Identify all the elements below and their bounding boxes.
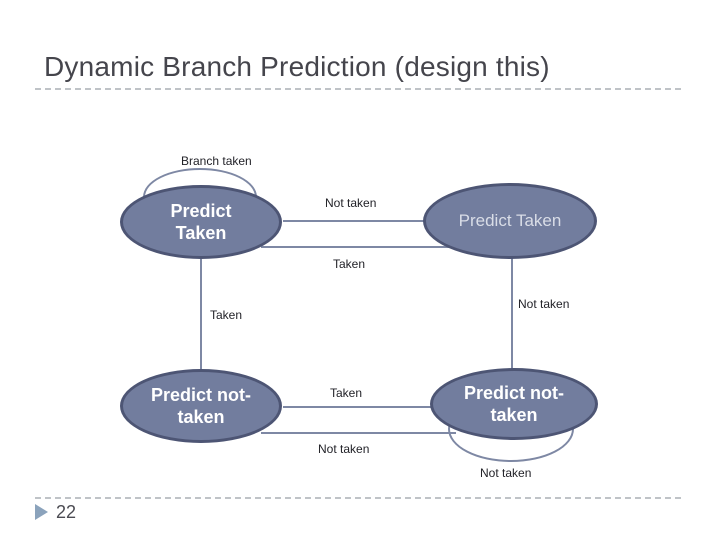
state-label: Predict not- taken [463,383,564,425]
state-predict-taken-strong: Predict Taken [120,185,282,259]
state-label: Predict not- taken [150,385,251,427]
edge-label-taken-bottom: Taken [330,386,363,400]
state-predict-taken-weak: Predict Taken [423,183,597,259]
edge-bottom-taken-line [283,406,431,408]
edge-top-taken-line [261,246,453,248]
edge-right-not-taken-line [511,257,513,370]
edge-label-not-taken-bottom: Not taken [318,442,370,456]
edge-label-not-taken-right: Not taken [518,297,570,311]
edge-top-not-taken-line [283,220,425,222]
title-divider [35,88,685,90]
edge-label-not-taken-self-loop: Not taken [480,466,532,480]
edge-left-taken-line [200,259,202,371]
slide-title: Dynamic Branch Prediction (design this) [44,51,550,82]
page-number: 22 [56,502,77,522]
page-marker-triangle-icon [35,504,48,520]
state-predict-not-taken-right: Predict not- taken [430,368,598,440]
edge-bottom-not-taken-line [261,432,456,434]
state-label: Predict Taken [170,201,232,243]
edge-label-taken-left: Taken [210,308,243,322]
state-predict-not-taken-left: Predict not- taken [120,369,282,443]
edge-label-not-taken-top: Not taken [325,196,377,210]
state-label: Predict Taken [458,211,562,230]
edge-label-branch-taken: Branch taken [181,154,252,168]
edge-label-taken-top: Taken [333,257,366,271]
footer-divider [35,497,685,499]
